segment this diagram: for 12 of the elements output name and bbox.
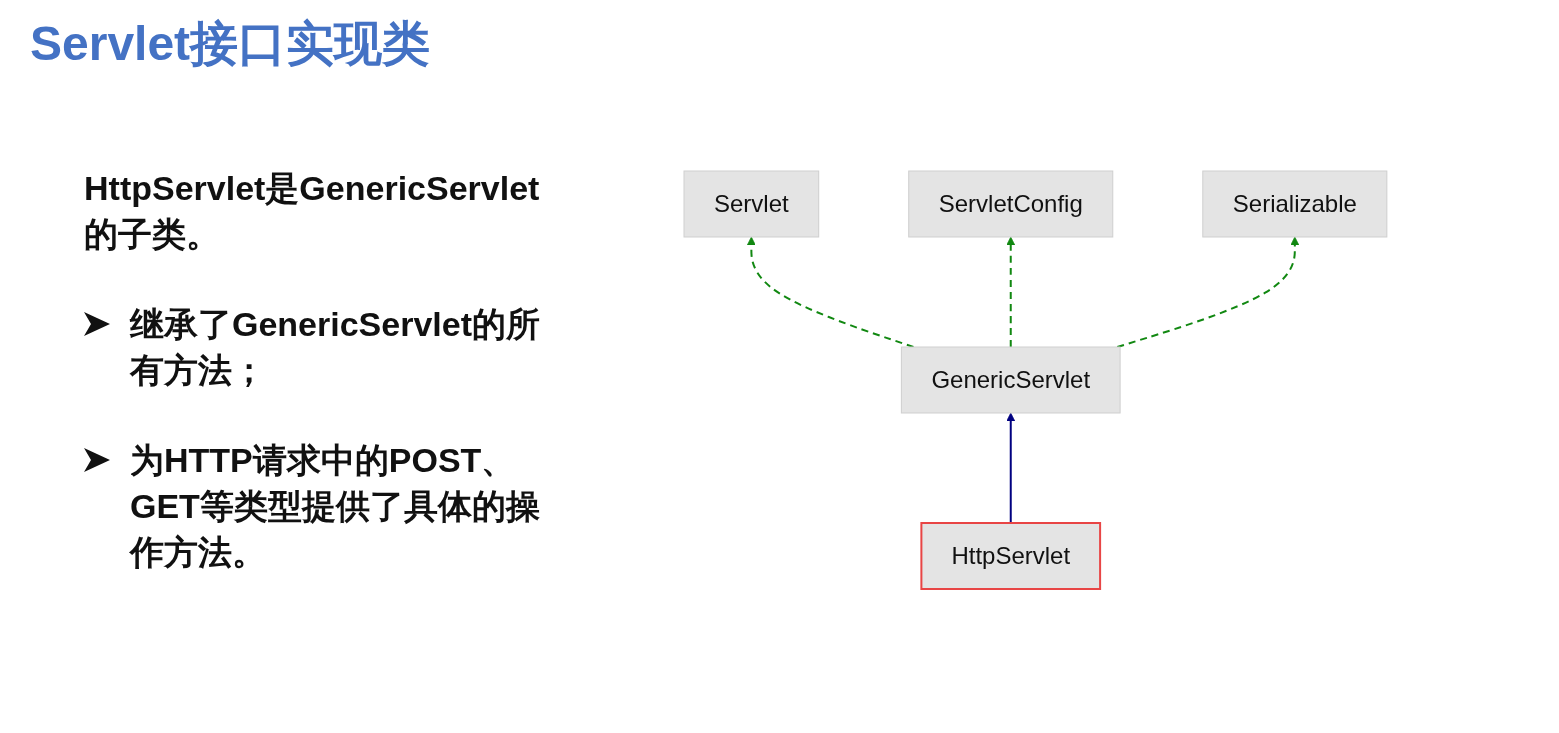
- node-box: Servlet: [683, 170, 819, 238]
- bullet-text: 为HTTP请求中的POST、GET等类型提供了具体的操作方法。: [130, 440, 541, 573]
- arrow: [1005, 412, 1015, 524]
- bullet-text: 继承了GenericServlet的所有方法；: [130, 304, 542, 391]
- node-box: ServletConfig: [907, 170, 1113, 238]
- arrow: [1005, 236, 1015, 348]
- intro-text: HttpServlet是GenericServlet的子类。: [84, 168, 541, 255]
- node-box: HttpServlet: [919, 522, 1101, 590]
- node-box: Serializable: [1201, 170, 1387, 238]
- node-box: GenericServlet: [900, 346, 1121, 414]
- arrow: [746, 236, 915, 348]
- slide-title: Servlet接口实现类: [30, 16, 431, 72]
